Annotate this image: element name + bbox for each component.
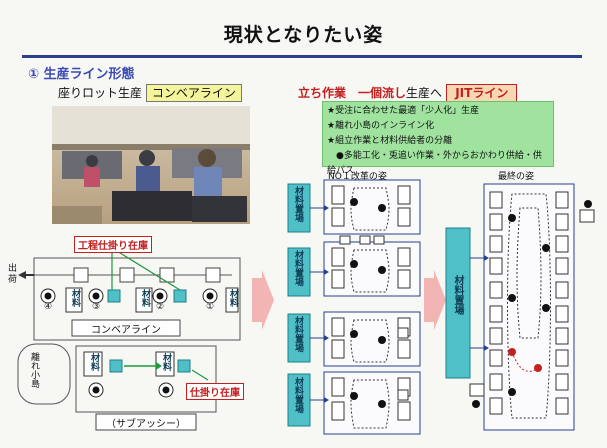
wip-box [177, 359, 191, 373]
island-label: 離れ小島 [29, 352, 39, 388]
final-material-store [445, 227, 471, 379]
material-box [83, 351, 103, 377]
jit-badge: JITライン [446, 84, 518, 102]
transition-arrow-1 [252, 270, 274, 330]
subassy-label-box [95, 413, 197, 431]
final-title: 最終の姿 [498, 172, 535, 182]
improvement-notes: ★受注に合わせた最適「少人化」生産 ★離れ小島のインライン化 ★組立作業と材料供… [322, 101, 554, 176]
conveyor-badge: コンベアライン [145, 84, 242, 102]
cell-4 [323, 371, 421, 435]
material-box [65, 287, 83, 313]
subassy-label: （サブアッシー） [106, 419, 186, 430]
station-box [119, 267, 135, 283]
no1-title: NO１改革の姿 [328, 172, 387, 182]
material-store-label-3: 材料置場 [293, 316, 303, 352]
future-method-red: 立ち作業 一個流し [298, 86, 407, 100]
note-item: ★組立作業と材料供給者の分離 [327, 136, 453, 146]
conveyor-line-label: コンベアライン [91, 325, 161, 336]
station-box [205, 267, 221, 283]
station-3-label: ③ [92, 302, 101, 312]
wip-box [109, 359, 123, 373]
cell-1 [323, 179, 421, 235]
conveyor-frame [33, 257, 241, 341]
note-item: ●多能工化・兎追い作業・外からおかわり供給・供給パス [327, 151, 542, 176]
material-label-4: 材料 [89, 353, 99, 371]
station-2-label: ② [156, 302, 165, 312]
material-store-label-1: 材料置場 [293, 186, 303, 222]
subassy-frame [75, 345, 217, 413]
material-box [225, 287, 239, 313]
factory-photo-illustration [52, 106, 250, 224]
station-1-label: ① [206, 302, 215, 312]
shipping-arrow [18, 271, 26, 279]
future-method-rest: 生産へ [406, 86, 443, 100]
material-label-1: 材料 [70, 289, 80, 307]
current-method-label: 座りロット生産 コンベアライン [58, 84, 242, 102]
wip-box [107, 289, 121, 303]
callout-line [111, 247, 181, 291]
material-label-2: 材料 [140, 289, 150, 307]
transition-arrow-2 [424, 270, 446, 330]
note-item: ★離れ小島のインライン化 [327, 121, 435, 131]
station-box [159, 267, 175, 283]
final-material-store-label: 材料置場 [452, 275, 463, 315]
conveyor-line-diagram [17, 247, 241, 431]
title-underline [22, 55, 582, 58]
section-heading: ① 生産ライン形態 [28, 67, 135, 82]
material-label-5: 材料 [161, 353, 171, 371]
station-box [73, 267, 89, 283]
conveyor-label-box [71, 319, 181, 337]
future-method-label: 立ち作業 一個流し生産へ JITライン [298, 84, 518, 102]
current-method-text: 座りロット生産 [58, 86, 143, 100]
wip-box [173, 289, 187, 303]
callout-inprocess-label: 仕掛り在庫 [186, 383, 244, 400]
factory-photo [52, 106, 250, 224]
final-layout-diagram [445, 183, 595, 431]
material-store-label-2: 材料置場 [293, 250, 303, 286]
shipping-label: 出荷 [8, 264, 18, 285]
callout-line [191, 369, 209, 381]
cell-2 [323, 241, 421, 297]
cell-3 [323, 311, 421, 367]
note-item: ★受注に合わせた最適「少人化」生産 [327, 106, 480, 116]
material-label-3: 材料 [228, 289, 238, 307]
callout-wip-label: 工程仕掛り在庫 [74, 236, 152, 253]
station-4-label: ④ [44, 302, 53, 312]
page-title: 現状となりたい姿 [223, 24, 384, 46]
island-frame [17, 343, 71, 405]
material-box [135, 287, 153, 313]
material-store-label-4: 材料置場 [293, 377, 303, 413]
no1-layout-diagram [287, 179, 421, 435]
